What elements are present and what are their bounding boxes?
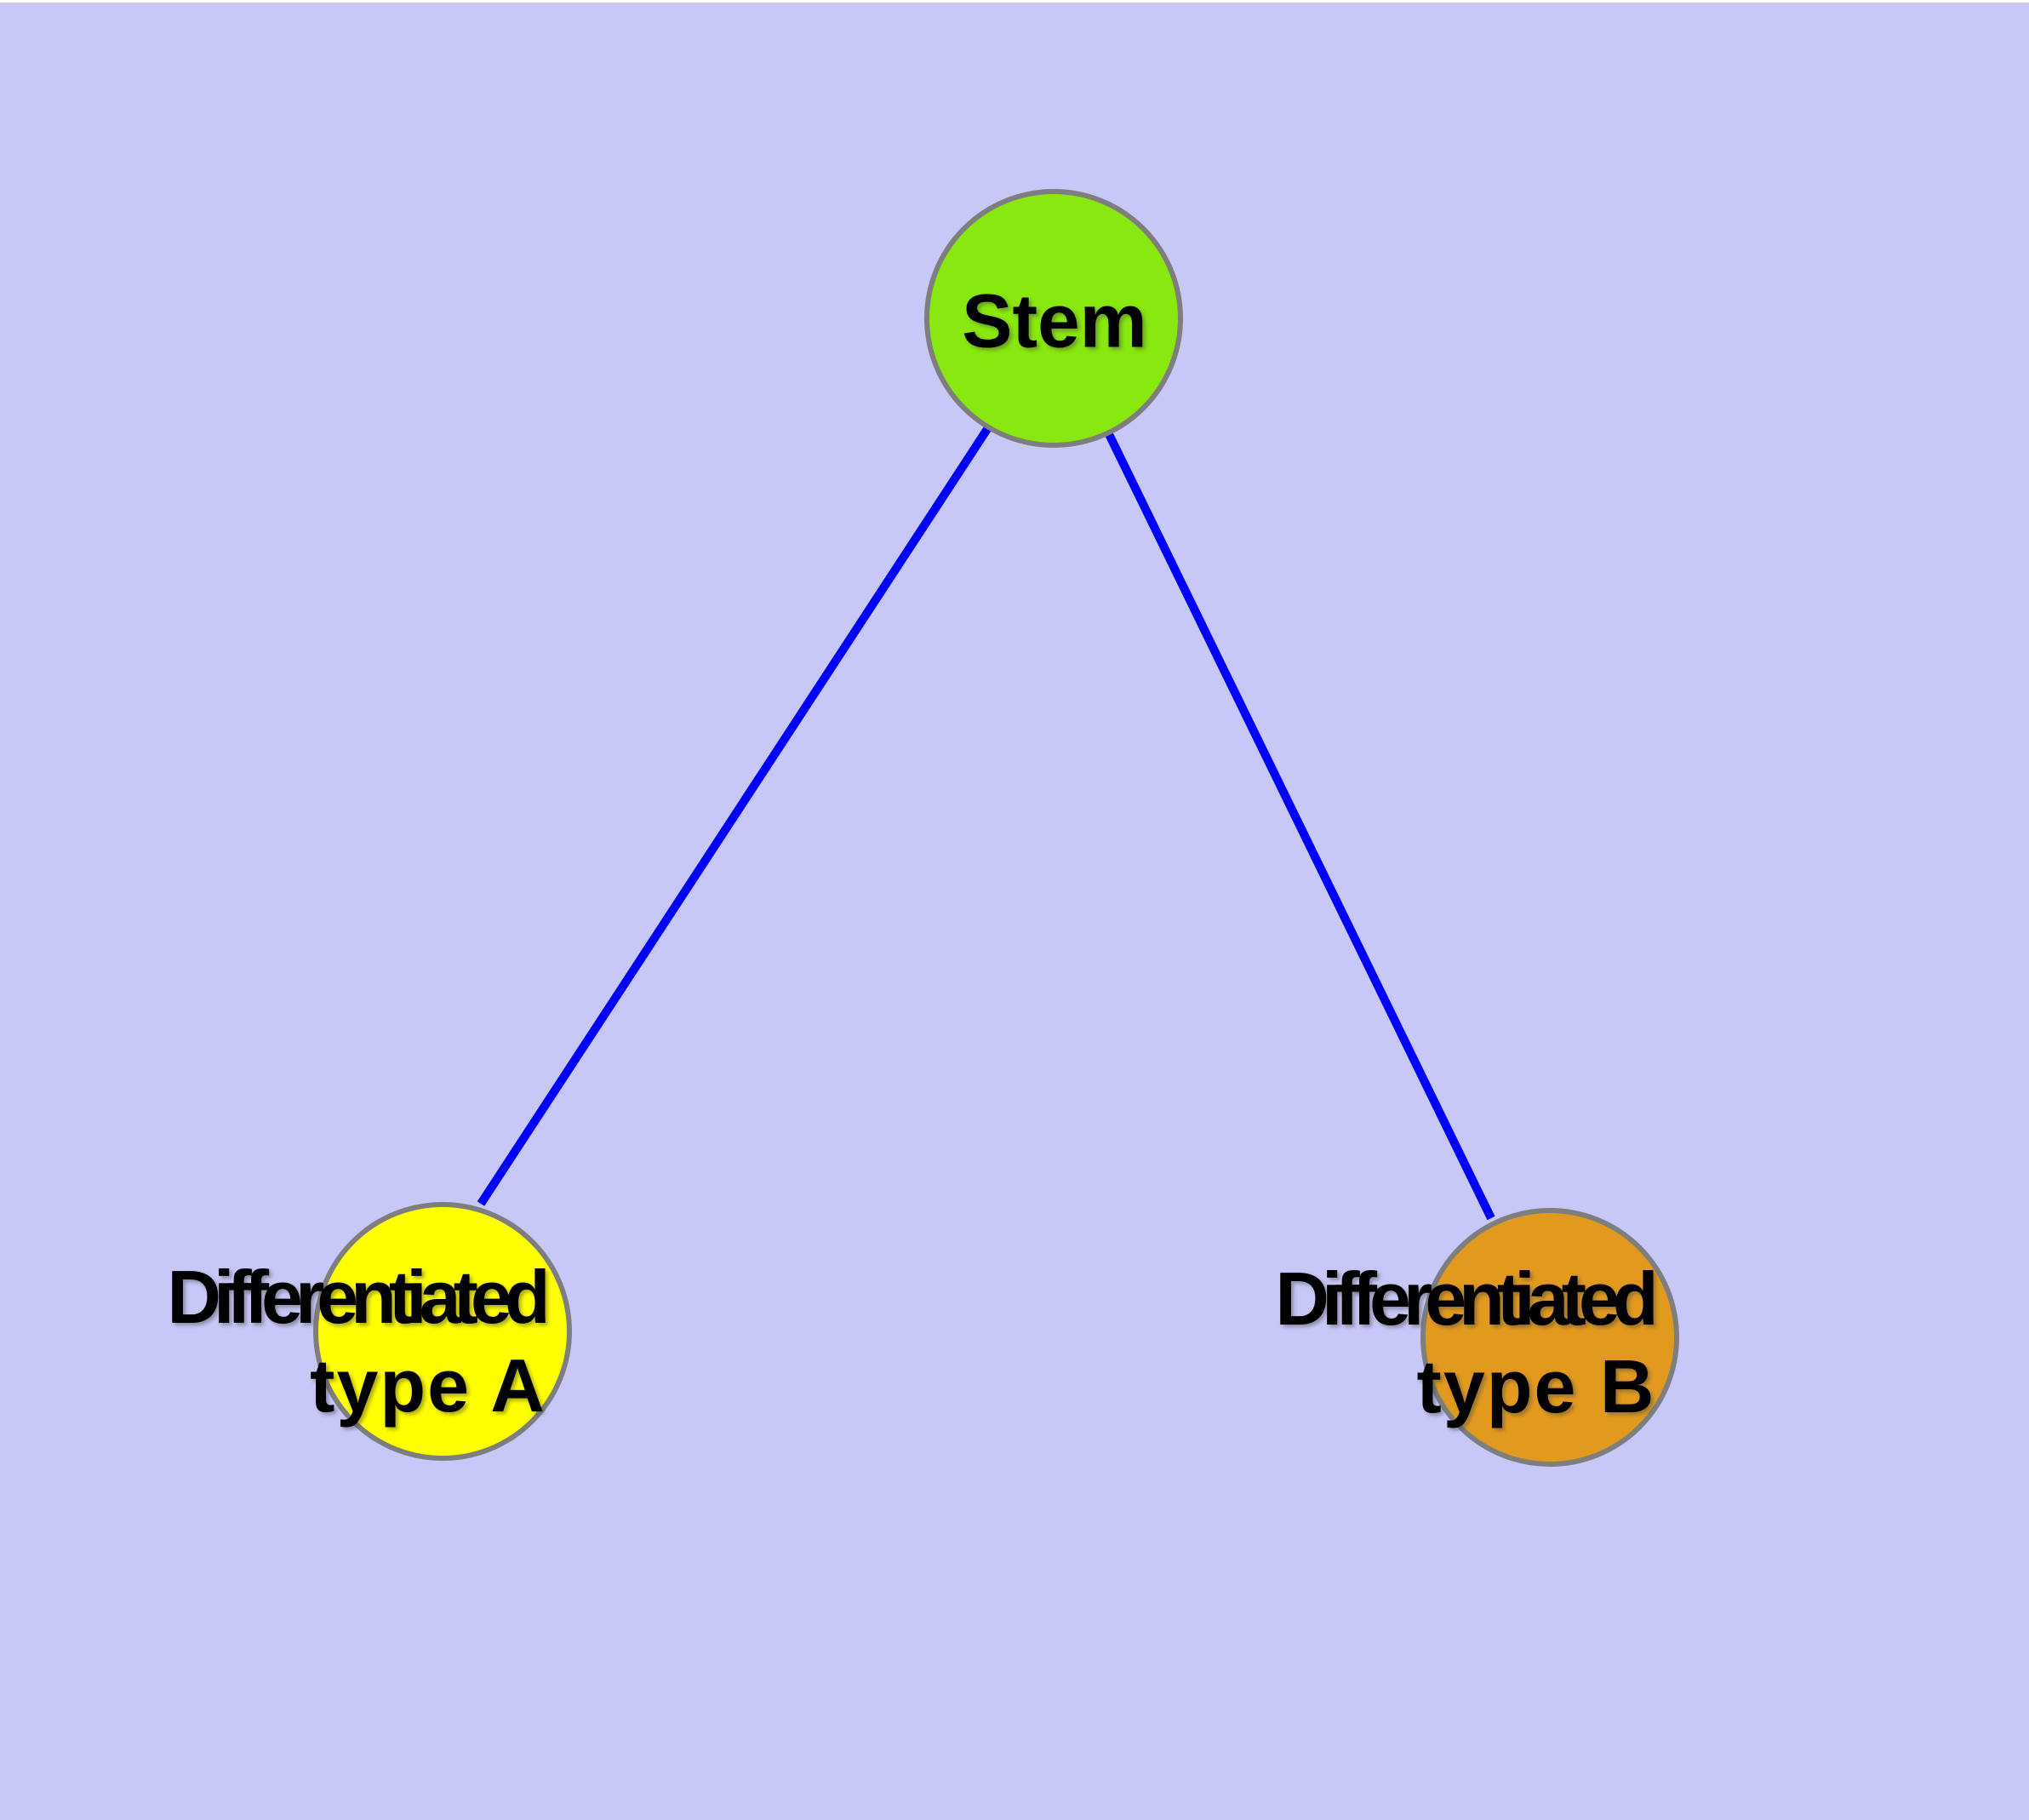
node-differentiated-type-b xyxy=(1420,1208,1679,1467)
node-label-stem: Stem xyxy=(962,278,1147,363)
node-differentiated-type-a xyxy=(313,1202,572,1461)
edge-stem-to-type-a xyxy=(477,426,992,1206)
node-stem xyxy=(924,189,1183,448)
edge-stem-to-type-b xyxy=(1105,432,1495,1221)
top-edge-artifact xyxy=(0,0,2029,3)
node-label-type-b-line1: Differentiated xyxy=(1275,1256,1658,1341)
node-label-type-a-line1: Differentiated xyxy=(167,1255,550,1339)
node-label-type-a-line2: type A xyxy=(310,1343,546,1428)
node-label-type-b-line2: type B xyxy=(1416,1344,1656,1428)
